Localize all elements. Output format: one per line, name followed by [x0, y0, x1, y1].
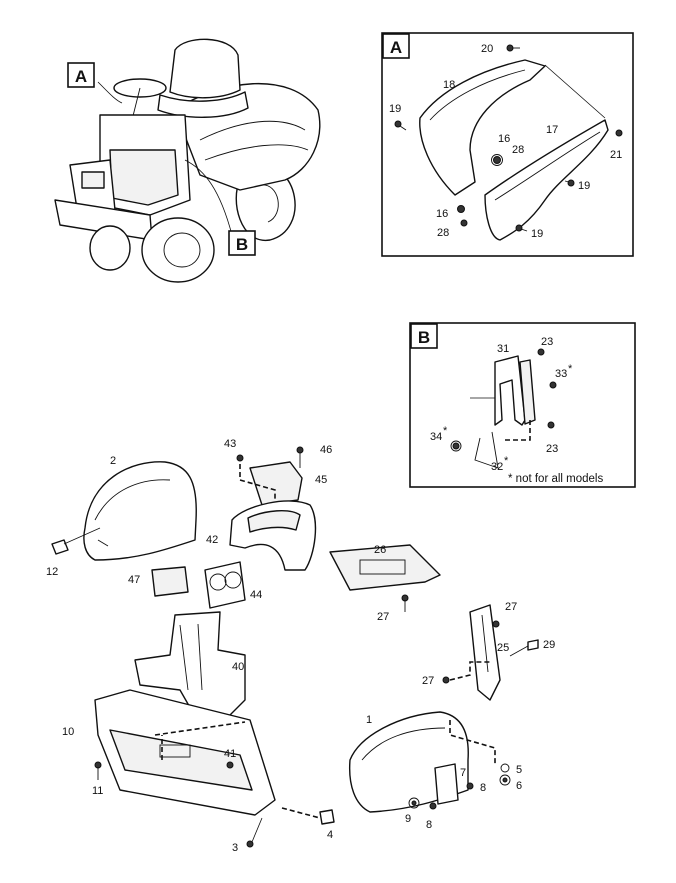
- callout-47: 47: [128, 574, 140, 586]
- callout-19: 19: [578, 180, 590, 192]
- callout-7: 7: [460, 767, 466, 779]
- callout-3: 3: [232, 842, 238, 854]
- callout-44: 44: [250, 589, 262, 601]
- callout-23: 23: [541, 336, 553, 348]
- callout-9: 9: [405, 813, 411, 825]
- callout-45: 45: [315, 474, 327, 486]
- overview-label-b: B: [228, 230, 256, 256]
- callout-8: 8: [426, 819, 432, 831]
- overview-label-b-text: B: [236, 235, 248, 254]
- callout-32-star: *: [504, 455, 509, 467]
- callout-34-star: *: [443, 425, 448, 437]
- detail-b-footnote: * not for all models: [508, 473, 603, 485]
- detail-a-screw: [394, 120, 407, 131]
- callout-27: 27: [505, 601, 517, 613]
- callout-11: 11: [92, 785, 103, 797]
- callout-1: 1: [366, 714, 372, 726]
- callout-41: 41: [224, 748, 236, 760]
- callout-27: 27: [422, 675, 434, 687]
- callout-29: 29: [543, 639, 555, 651]
- main-exploded-view: 43 46 2 45 42 12 26 47 44 27 27 40 25 29…: [46, 438, 555, 854]
- overview-label-a-text: A: [75, 67, 87, 86]
- callout-28: 28: [512, 144, 524, 156]
- callout-8: 8: [480, 782, 486, 794]
- detail-a-screw: [460, 219, 468, 227]
- callout-21: 21: [610, 149, 622, 161]
- detail-a-label: A: [390, 38, 402, 57]
- callout-25: 25: [497, 642, 509, 654]
- callout-5: 5: [516, 764, 522, 776]
- callout-17: 17: [546, 124, 558, 136]
- callout-34: 34: [430, 431, 442, 443]
- detail-a-panel: A 20 18 19 16 28 17 21 19 16 28 19: [381, 32, 634, 257]
- callout-43: 43: [224, 438, 236, 450]
- detail-b-screw: [547, 421, 555, 429]
- detail-b-screw: [537, 348, 545, 356]
- callout-27: 27: [377, 611, 389, 623]
- detail-b-label: B: [418, 328, 430, 347]
- callout-19: 19: [389, 103, 401, 115]
- callout-2: 2: [110, 455, 116, 467]
- callout-16: 16: [498, 133, 510, 145]
- detail-a-screw: [615, 129, 623, 137]
- detail-a-screw: [457, 205, 465, 213]
- detail-a-screw: [564, 179, 575, 187]
- overview-label-a: A: [67, 62, 95, 88]
- detail-b-panel: B 31 23 33 * 34 * 23 32 * * not for all …: [409, 322, 636, 488]
- callout-31: 31: [497, 343, 509, 355]
- callout-19: 19: [531, 228, 543, 240]
- tractor-overview: [54, 38, 321, 283]
- callout-28: 28: [437, 227, 449, 239]
- callout-32: 32: [491, 461, 503, 473]
- callout-46: 46: [320, 444, 332, 456]
- callout-18: 18: [443, 79, 455, 91]
- callout-16: 16: [436, 208, 448, 220]
- callout-42: 42: [206, 534, 218, 546]
- callout-12: 12: [46, 566, 58, 578]
- detail-a-screw: [491, 154, 503, 166]
- detail-a-screw: [506, 44, 520, 52]
- detail-a-screw: [515, 224, 528, 232]
- callout-6: 6: [516, 780, 522, 792]
- callout-20: 20: [481, 43, 493, 55]
- detail-b-screw: [450, 440, 462, 452]
- detail-b-screw: [549, 381, 557, 389]
- callout-4: 4: [327, 829, 333, 841]
- callout-33-star: *: [568, 363, 573, 375]
- callout-33: 33: [555, 368, 567, 380]
- callout-26: 26: [374, 544, 386, 556]
- callout-10: 10: [62, 726, 74, 738]
- callout-23: 23: [546, 443, 558, 455]
- callout-40: 40: [232, 661, 244, 673]
